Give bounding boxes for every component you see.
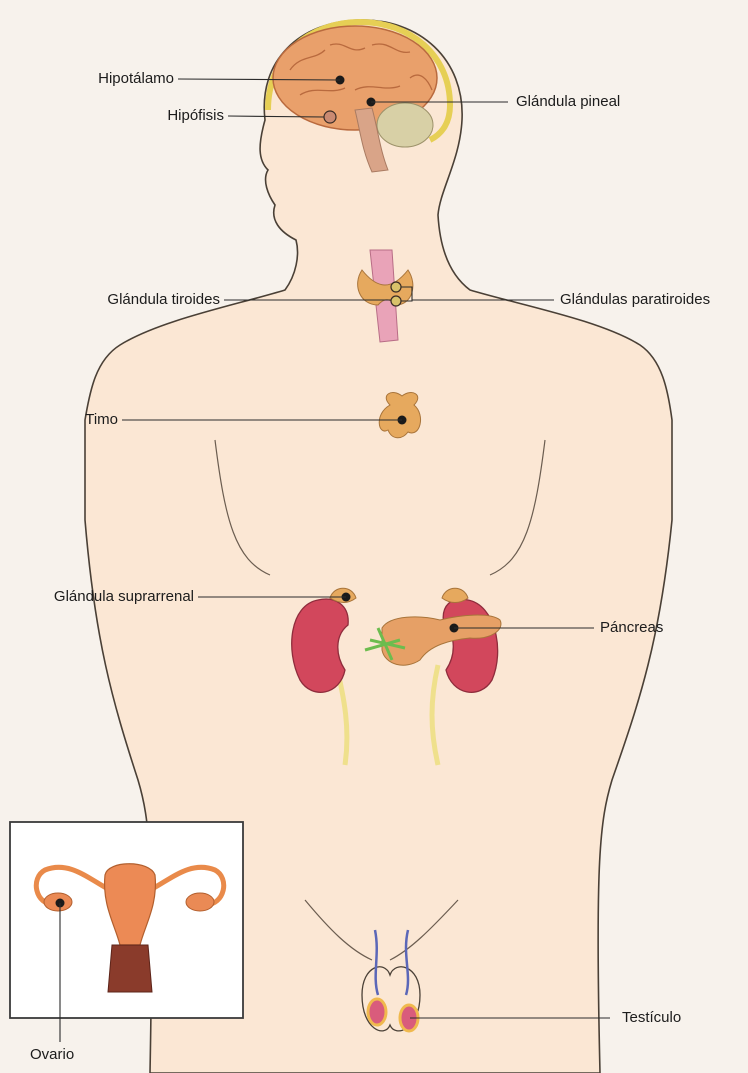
pituitary-gland — [324, 111, 336, 123]
label-hipofisis: Hipófisis — [104, 107, 224, 125]
label-glandula-pineal: Glándula pineal — [516, 93, 620, 111]
label-pancreas: Páncreas — [600, 619, 663, 637]
label-glandulas-paratiroides: Glándulas paratiroides — [560, 291, 710, 309]
label-timo: Timo — [40, 411, 118, 429]
ovary-right — [186, 893, 214, 911]
label-glandula-suprarrenal: Glándula suprarrenal — [4, 588, 194, 606]
testis-left — [368, 999, 386, 1025]
label-glandula-tiroides: Glándula tiroides — [40, 291, 220, 309]
label-testiculo: Testículo — [622, 1009, 681, 1027]
cerebellum — [377, 103, 433, 147]
vagina — [108, 945, 152, 992]
parathyroid-gland-lower — [391, 296, 401, 306]
label-ovario: Ovario — [30, 1046, 74, 1064]
label-hipotalamo: Hipotálamo — [54, 70, 174, 88]
parathyroid-gland-upper — [391, 282, 401, 292]
